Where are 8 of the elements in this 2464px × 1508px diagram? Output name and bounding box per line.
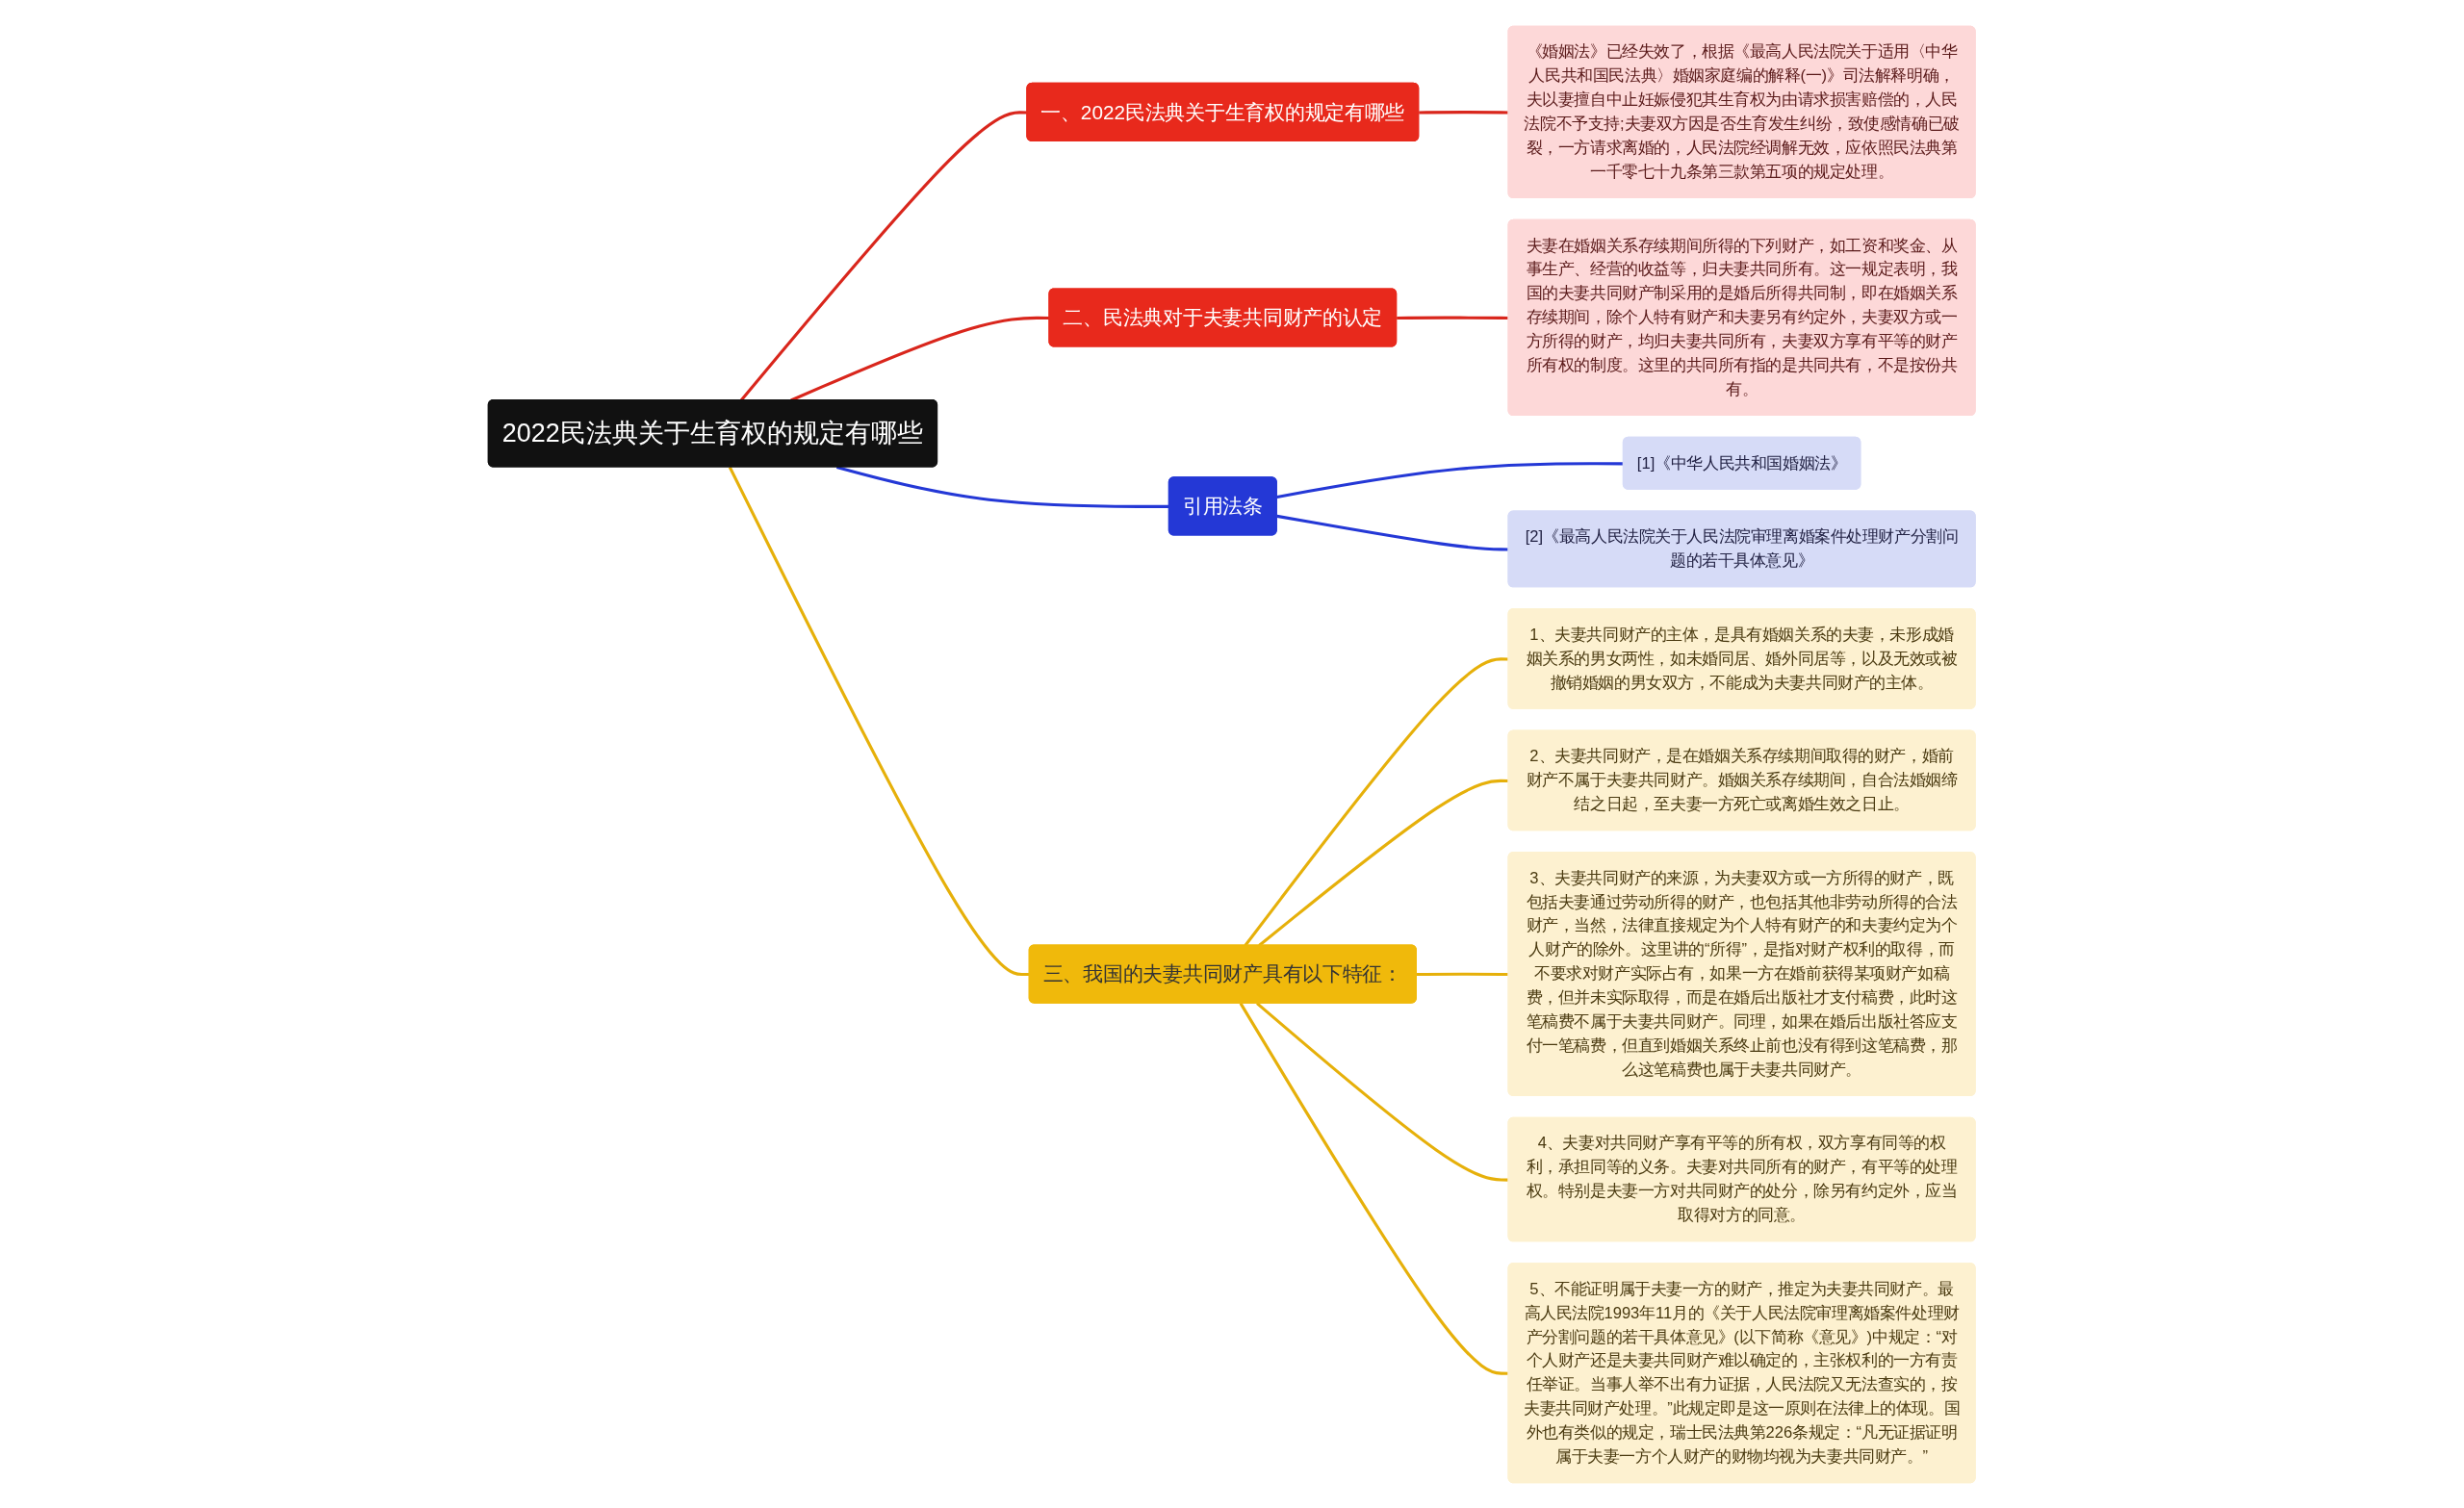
connector xyxy=(1256,1001,1509,1182)
connector xyxy=(1276,514,1509,551)
connector xyxy=(1419,110,1509,114)
connector xyxy=(1244,656,1509,946)
connector xyxy=(1397,316,1509,319)
connector xyxy=(1239,1002,1509,1375)
connector xyxy=(729,466,1030,976)
connector xyxy=(1417,972,1509,976)
